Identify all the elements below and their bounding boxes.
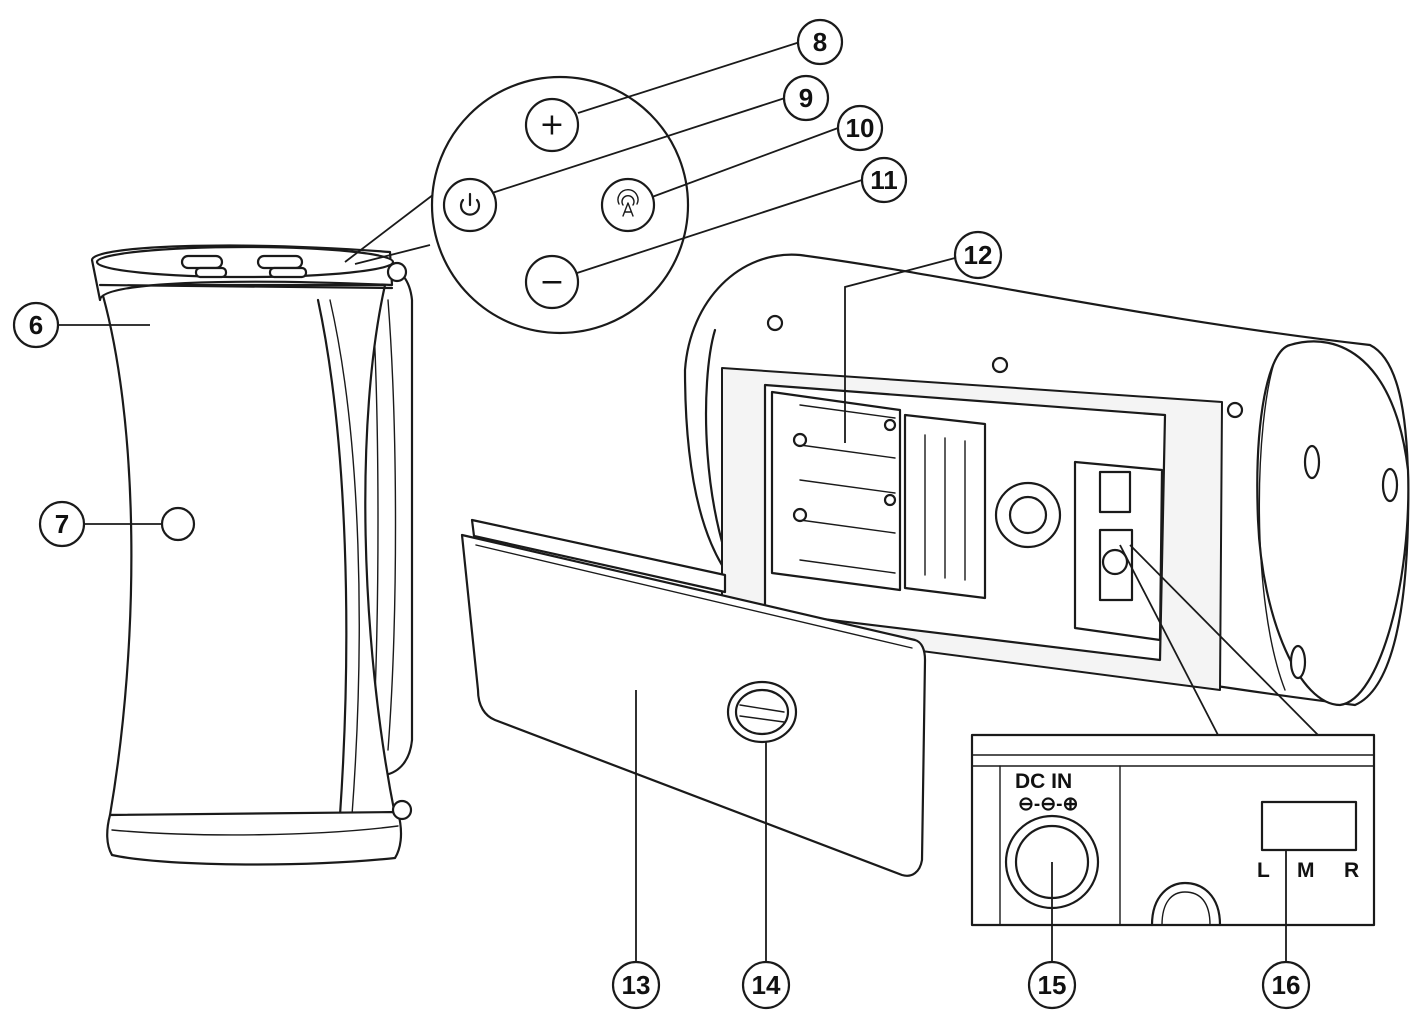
svg-text:12: 12 (964, 240, 993, 270)
minus-icon: − (539, 265, 564, 300)
power-icon (459, 192, 481, 216)
svg-text:15: 15 (1038, 970, 1067, 1000)
callout-11: 11 (860, 156, 908, 204)
callout-16: 16 (1261, 960, 1311, 1010)
dc-polarity-icon: ⊖-⊖-⊕ (1018, 794, 1078, 815)
leader-lines (58, 41, 1287, 963)
svg-text:14: 14 (752, 970, 781, 1000)
svg-text:11: 11 (870, 165, 898, 195)
callout-12: 12 (953, 230, 1003, 280)
volume-down-button (524, 254, 580, 310)
callout-15: 15 (1027, 960, 1077, 1010)
switch-l-label: L (1257, 859, 1270, 882)
svg-text:9: 9 (799, 83, 813, 113)
dc-in-label: DC IN (1015, 770, 1072, 793)
connector-panel-detail: DC IN ⊖-⊖-⊕ L M R (970, 544, 1376, 927)
speaker-standing (90, 244, 414, 866)
svg-text:6: 6 (29, 310, 43, 340)
svg-text:13: 13 (622, 970, 651, 1000)
callout-8: 8 (796, 18, 844, 66)
switch-m-label: M (1297, 859, 1315, 882)
pairing-button (600, 177, 656, 233)
button-zoom-detail: + − (344, 75, 690, 335)
callout-9: 9 (782, 74, 830, 122)
svg-text:8: 8 (813, 27, 827, 57)
callout-10: 10 (836, 104, 884, 152)
volume-up-button (524, 97, 580, 153)
switch-r-label: R (1344, 859, 1359, 882)
callout-14: 14 (741, 960, 791, 1010)
plus-icon: + (539, 108, 564, 143)
callout-7: 7 (38, 500, 86, 548)
bluetooth-pairing-icon (617, 188, 639, 217)
svg-text:16: 16 (1272, 970, 1301, 1000)
svg-text:7: 7 (55, 509, 69, 539)
callout-6: 6 (12, 301, 60, 349)
svg-text:10: 10 (846, 113, 875, 143)
battery-cover (460, 518, 927, 877)
speaker-back-view (683, 253, 1410, 707)
callout-13: 13 (611, 960, 661, 1010)
